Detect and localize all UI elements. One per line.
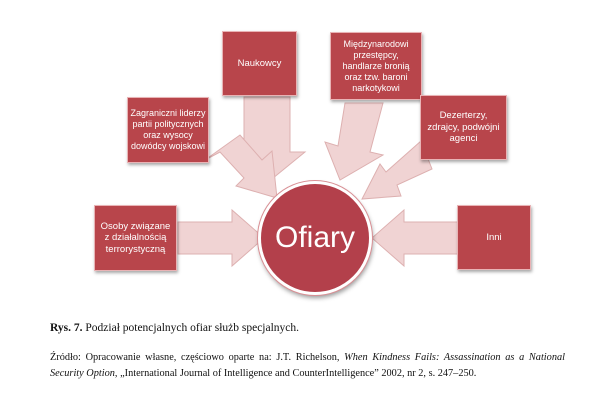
arrow-dezerterzy [361,140,433,200]
figure-source: Źródło: Opracowanie własne, częściowo op… [50,350,565,382]
node-liderzy-label: Zagraniczni liderzy partii politycznych … [130,108,206,151]
node-terroryzm-label: Osoby związane z działalnością terroryst… [100,220,171,255]
center-node-ofiary: Ofiary [258,181,372,295]
node-przestepcy: Międzynarodowi przestępcy, handlarze bro… [330,32,422,100]
node-przestepcy-label: Międzynarodowi przestępcy, handlarze bro… [342,38,410,93]
node-naukowcy: Naukowcy [222,31,297,96]
source-suffix: , „International Journal of Intelligence… [114,368,477,379]
node-terroryzm: Osoby związane z działalnością terroryst… [94,205,177,271]
arrows-layer [177,96,459,268]
node-naukowcy-label: Naukowcy [237,57,282,69]
figure-caption-text: Podział potencjalnych ofiar służb specja… [82,322,300,334]
node-dezerterzy-label: Dezerterzy, zdrajcy, podwójni agenci [427,110,500,145]
arrow-inni [371,208,459,268]
node-inni: Inni [457,205,531,270]
arrow-terroryzm [177,208,265,268]
figure-caption-label: Rys. 7. [50,322,83,334]
node-dezerterzy: Dezerterzy, zdrajcy, podwójni agenci [420,95,507,160]
source-title: When Kindness Fails: Assassination as a … [50,352,565,379]
source-prefix: Źródło: Opracowanie własne, częściowo op… [50,352,345,363]
node-inni-label: Inni [486,231,502,243]
arrow-przestepcy [324,102,385,181]
center-node-label: Ofiary [274,221,355,254]
figure-caption: Rys. 7. Podział potencjalnych ofiar służ… [50,322,570,334]
node-liderzy: Zagraniczni liderzy partii politycznych … [127,97,209,163]
